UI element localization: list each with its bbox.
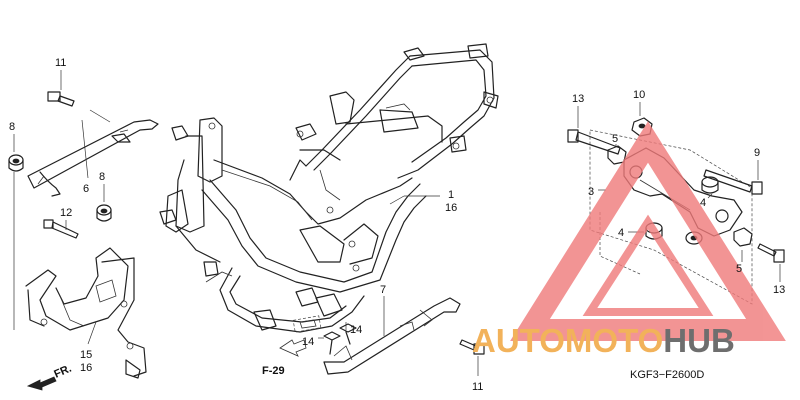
- callout-9: 9: [754, 147, 760, 159]
- watermark-brand: AUTOMOTOHUB: [472, 322, 735, 359]
- callout-8-left: 8: [9, 121, 15, 133]
- clip-14-a: [323, 331, 341, 355]
- callout-11-bottom: 11: [472, 381, 483, 393]
- frame-body-1-16: [159, 43, 499, 333]
- callout-15: 15: [80, 349, 92, 361]
- callout-1: 1: [448, 189, 454, 201]
- pipe-7: [323, 297, 461, 375]
- callout-5-top: 5: [612, 133, 618, 145]
- bolt-12: [43, 219, 79, 239]
- callout-16: 16: [445, 202, 457, 214]
- callout-7: 7: [380, 284, 386, 296]
- callout-14-right: 14: [350, 324, 362, 336]
- callout-10: 10: [633, 89, 645, 101]
- rubber-mount-8-a: [8, 154, 24, 172]
- callout-14-left: 14: [302, 336, 314, 348]
- stand-bracket-15-16: [25, 247, 147, 379]
- pipe-6: [27, 119, 159, 197]
- bolt-11-bottom: [459, 339, 485, 355]
- front-arrow: FR.: [26, 363, 73, 391]
- callout-13-bottom: 13: [773, 284, 785, 296]
- plate-14: [292, 315, 322, 333]
- reference-f29: F-29: [262, 339, 307, 377]
- bolt-13-bottom: [757, 243, 785, 263]
- ref-page-label: F-29: [262, 365, 285, 377]
- stopper-rubber-4-a: [701, 176, 719, 194]
- diagram-code: KGF3−F2600D: [630, 369, 704, 381]
- callout-3: 3: [588, 186, 594, 198]
- callout-5-bottom: 5: [736, 263, 742, 275]
- front-arrow-label: FR.: [52, 363, 73, 381]
- rubber-mount-8-b: [96, 204, 112, 222]
- bolt-13-top: [567, 129, 621, 155]
- callout-4-left: 4: [618, 227, 624, 239]
- automotohub-watermark: [510, 121, 786, 341]
- callout-16-left: 16: [80, 362, 92, 374]
- bolt-11-top: [47, 91, 75, 107]
- callout-12: 12: [60, 207, 72, 219]
- left-bracket-assembly: FR.: [8, 70, 159, 391]
- clip-14-b: [339, 323, 357, 345]
- collar-5-b: [733, 227, 753, 247]
- callout-13-top: 13: [572, 93, 584, 105]
- callout-11-top: 11: [55, 57, 66, 69]
- callout-4-right: 4: [700, 197, 706, 209]
- callout-labels: 11 8 8 6 12 15 16 1 16 7 14 14 11 13 10 …: [9, 57, 785, 393]
- bolt-9: [703, 169, 763, 195]
- callout-6: 6: [83, 183, 89, 195]
- callout-8-mid: 8: [99, 171, 105, 183]
